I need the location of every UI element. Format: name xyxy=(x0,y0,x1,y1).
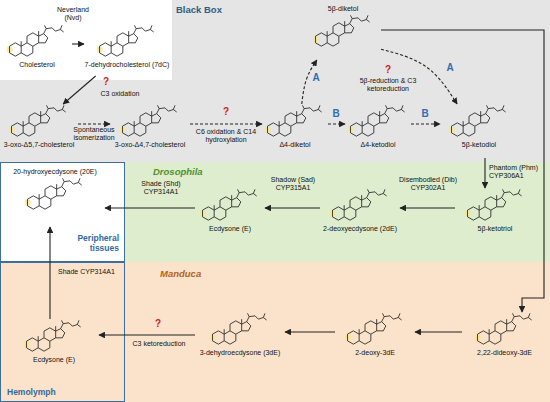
compound-name: Δ4-ketodiol xyxy=(360,141,395,149)
enzyme-label: Spontaneous isomerization xyxy=(72,126,116,142)
steroid-structure xyxy=(200,188,260,224)
note-text: 5β-reduction & C3 ketoreduction xyxy=(352,77,424,93)
region-title: Black Box xyxy=(176,4,256,15)
compound-node: Ecdysone (E) xyxy=(9,319,99,375)
white-inset xyxy=(0,0,172,80)
steroid-structure xyxy=(265,104,325,140)
compound-node: 5β-ketotriol xyxy=(455,188,535,250)
steroid-structure xyxy=(345,312,405,348)
compound-name: 3-oxo-Δ5,7-cholesterol xyxy=(4,141,74,149)
route-letter: A xyxy=(310,72,322,83)
compound-node: 7-dehydrocholesterol (7dC) xyxy=(84,24,170,76)
enzyme-label: Disembodied (Dib) CYP302A1 xyxy=(397,176,459,192)
enzyme-label: C6 oxidation & C14 hydroxylation xyxy=(190,128,262,144)
steroid-structure xyxy=(313,14,373,50)
enzyme-label: Shade CYP314A1 xyxy=(58,268,118,276)
route-letter: A xyxy=(444,62,456,73)
compound-name: 7-dehydrocholesterol (7dC) xyxy=(85,61,170,69)
region-title: Drosophila xyxy=(153,166,233,177)
route-letter: B xyxy=(330,108,342,119)
region-title: Hemolymph xyxy=(7,387,87,397)
steroid-structure xyxy=(465,188,525,224)
compound-name: 5β-ketotriol xyxy=(478,225,513,233)
reaction-arrow xyxy=(72,43,84,44)
steroid-structure xyxy=(97,24,157,60)
steroid-structure xyxy=(449,104,509,140)
compound-name: 20-hydroxyecdysone (20E) xyxy=(13,168,97,176)
compound-node: 3-oxo-Δ4,7-cholesterol xyxy=(110,104,190,158)
unknown-mark: ? xyxy=(100,76,112,87)
enzyme-label: Neverland (Nvd) xyxy=(48,6,98,22)
enzyme-label: C3 ketoreduction xyxy=(126,340,192,348)
steroid-structure xyxy=(120,104,180,140)
compound-node: Ecdysone (E) xyxy=(195,188,265,250)
region-band: DrosophilaEcdysone (E) 2-deoxyecdysone (2… xyxy=(125,162,550,262)
tissue-box: Hemolymph Ecdysone (E) xyxy=(0,262,125,402)
compound-name: Ecdysone (E) xyxy=(33,356,75,364)
region-title: Peripheral tissues xyxy=(57,233,119,253)
compound-name: 5β-ketodiol xyxy=(462,141,496,149)
compound-node: 2,22-dideoxy-3dE xyxy=(462,312,547,374)
compound-node: 5β-diketol xyxy=(305,4,381,60)
compound-name: 5β-diketol xyxy=(328,5,359,13)
compound-name: 2-deoxy-3dE xyxy=(355,349,395,357)
compound-node: 5β-ketodiol xyxy=(440,104,518,158)
compound-node: 2-deoxy-3dE xyxy=(335,312,415,374)
region-band: ManducaHemolymph Ecdysone (E) 3-dehydroecd… xyxy=(0,262,550,402)
region-title: Manduca xyxy=(160,268,240,279)
compound-name: 3-oxo-Δ4,7-cholesterol xyxy=(115,141,185,149)
compound-node: 3-oxo-Δ5,7-cholesterol xyxy=(0,104,78,158)
unknown-mark: ? xyxy=(220,106,232,117)
compound-name: 3-dehydroecdysone (3dE) xyxy=(200,349,281,357)
compound-name: Δ4-diketol xyxy=(279,141,310,149)
compound-name: Cholesterol xyxy=(19,61,54,69)
compound-name: 2-deoxyecdysone (2dE) xyxy=(323,225,397,233)
compound-node: Δ4-diketol xyxy=(262,104,328,158)
compound-name: Ecdysone (E) xyxy=(209,225,251,233)
steroid-structure xyxy=(24,319,84,355)
unknown-mark: ? xyxy=(382,64,394,75)
enzyme-label: Shade (Shd) CYP314A1 xyxy=(130,180,192,196)
steroid-structure xyxy=(348,104,408,140)
steroid-structure xyxy=(210,312,270,348)
enzyme-label: Shadow (Sad) CYP315A1 xyxy=(266,176,320,192)
steroid-structure xyxy=(25,177,85,213)
enzyme-label: Phantom (Phm) CYP306A1 xyxy=(489,164,543,180)
steroid-structure xyxy=(7,24,67,60)
tissue-box: Peripheral tissues 20-hydroxyecdysone (20… xyxy=(0,162,125,262)
compound-node: Δ4-ketodiol xyxy=(345,104,411,158)
compound-node: 2-deoxyecdysone (2dE) xyxy=(320,188,400,250)
compound-node: Cholesterol xyxy=(2,24,72,72)
steroid-structure xyxy=(9,104,69,140)
unknown-mark: ? xyxy=(152,318,164,329)
steroid-structure xyxy=(475,312,535,348)
route-letter: B xyxy=(419,108,431,119)
enzyme-label: C3 oxidation xyxy=(90,90,150,98)
compound-name: 2,22-dideoxy-3dE xyxy=(477,349,532,357)
steroid-structure xyxy=(330,188,390,224)
compound-node: 3-dehydroecdysone (3dE) xyxy=(195,312,285,374)
compound-node: 20-hydroxyecdysone (20E) xyxy=(5,167,105,227)
